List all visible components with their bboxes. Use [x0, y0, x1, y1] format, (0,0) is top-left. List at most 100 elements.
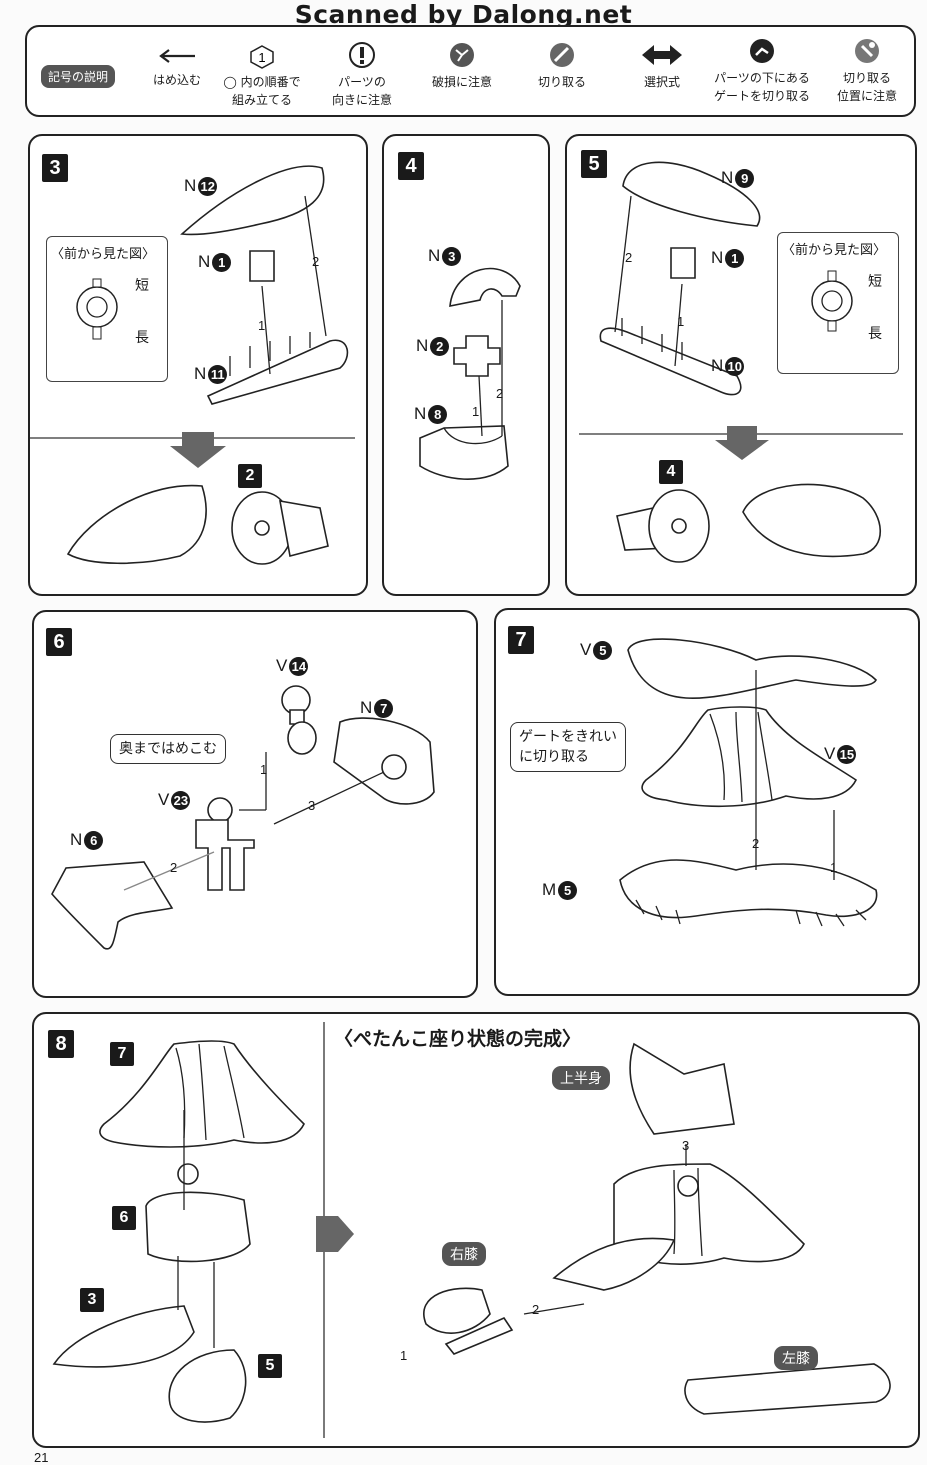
breakage-icon	[450, 43, 474, 67]
legend-label-2: ゲートを切り取る	[713, 89, 810, 103]
callout-line-2: に切り取る	[519, 749, 589, 765]
cut-position-icon	[855, 39, 879, 63]
right-knee-label: 右膝	[442, 1242, 486, 1266]
step-number: 4	[398, 152, 424, 180]
legend-item-select: 選択式	[622, 41, 702, 91]
step-3-diagram	[30, 165, 355, 565]
legend-label: 切り取る	[537, 75, 586, 89]
double-arrow-icon	[642, 45, 682, 65]
front-view-diagram	[811, 270, 853, 332]
ref-step-6: 6	[112, 1206, 136, 1230]
legend-title: 記号の説明	[41, 65, 116, 88]
step-number: 8	[48, 1030, 74, 1058]
left-knee-label: 左膝	[774, 1346, 818, 1370]
ref-step-5: 5	[258, 1354, 282, 1378]
arrow-left-icon	[159, 49, 195, 63]
seq-2-marker: 2	[496, 386, 504, 401]
gate-cut-icon	[750, 39, 774, 63]
completion-heading: 〈ぺたんこ座り状態の完成〉	[334, 1028, 582, 1050]
legend-item-gate: パーツの下にある ゲートを切り取る	[707, 37, 817, 105]
legend-label-2: 位置に注意	[836, 89, 897, 103]
seq-1-marker: 1	[677, 314, 685, 329]
seq-1-marker: 1	[472, 404, 480, 419]
seq-2-marker: 2	[752, 836, 760, 851]
long-label: 長	[135, 330, 149, 346]
ref-step-2: 2	[238, 464, 262, 488]
step-8-panel: 8 7 6 3 5 〈ぺたんこ座り状態の完成〉 上半身 右膝 左膝 1 2 3	[32, 1012, 920, 1448]
exclamation-icon	[349, 42, 375, 68]
seq-3-marker: 3	[308, 798, 316, 813]
seq-2-marker: 2	[625, 250, 633, 265]
ref-step-4: 4	[659, 460, 683, 484]
page-number: 21	[34, 1450, 49, 1465]
step-7-diagram	[619, 638, 878, 927]
ref-step-3: 3	[80, 1288, 104, 1312]
seq-2-marker: 2	[532, 1302, 540, 1317]
step-6-diagram	[51, 685, 435, 950]
front-view-box: 〈前から見た図〉 短 長	[777, 232, 899, 374]
ref-step-7: 7	[110, 1042, 134, 1066]
upper-body-label: 上半身	[552, 1066, 610, 1090]
seq-2-marker: 2	[170, 860, 178, 875]
seq-3-marker: 3	[682, 1138, 690, 1153]
long-label: 長	[868, 326, 882, 342]
front-view-box: 〈前から見た図〉 短 長	[46, 236, 168, 382]
front-view-title: 〈前から見た図〉	[51, 247, 156, 262]
cut-icon	[550, 43, 574, 67]
legend-item-fit: はめ込む	[137, 45, 217, 89]
legend-label: パーツの下にある	[714, 71, 810, 85]
svg-text:1: 1	[258, 50, 265, 65]
front-view-diagram	[76, 278, 118, 340]
step-number: 6	[46, 628, 72, 656]
symbol-legend: 記号の説明 はめ込む 1 ◯ 内の順番で 組み立てる パーツの 向きに注意 破損…	[25, 25, 916, 117]
short-label: 短	[868, 274, 882, 290]
step-number: 7	[508, 626, 534, 654]
scan-credit: Scanned by Dalong.net	[294, 0, 633, 29]
clean-gate-callout: ゲートをきれい に切り取る	[510, 722, 626, 772]
legend-label: ◯ 内の順番で	[223, 75, 301, 89]
seq-2-marker: 2	[312, 254, 320, 269]
callout-line-1: ゲートをきれい	[519, 729, 617, 745]
short-label: 短	[135, 278, 149, 294]
legend-item-direction: パーツの 向きに注意	[317, 41, 407, 109]
seq-1-marker: 1	[400, 1348, 408, 1363]
step-8-diagram	[52, 1022, 891, 1438]
legend-item-breakage: 破損に注意	[422, 41, 502, 91]
step-4-diagram	[419, 267, 521, 480]
legend-item-cut-position: 切り取る 位置に注意	[827, 37, 907, 105]
seq-1-marker: 1	[258, 318, 266, 333]
legend-label: はめ込む	[152, 73, 201, 87]
front-view-title: 〈前から見た図〉	[782, 243, 887, 258]
seq-1-marker: 1	[830, 860, 838, 875]
step-number: 3	[42, 154, 68, 182]
push-fully-callout: 奥まではめこむ	[110, 734, 226, 764]
step-5-diagram	[579, 161, 903, 563]
legend-label-2: 向きに注意	[331, 93, 392, 107]
legend-label: 破損に注意	[431, 75, 492, 89]
legend-label: パーツの	[338, 75, 386, 89]
legend-label: 切り取る	[842, 71, 891, 85]
legend-item-cut: 切り取る	[522, 41, 602, 91]
legend-label-2: 組み立てる	[231, 93, 292, 107]
seq-1-marker: 1	[260, 762, 268, 777]
